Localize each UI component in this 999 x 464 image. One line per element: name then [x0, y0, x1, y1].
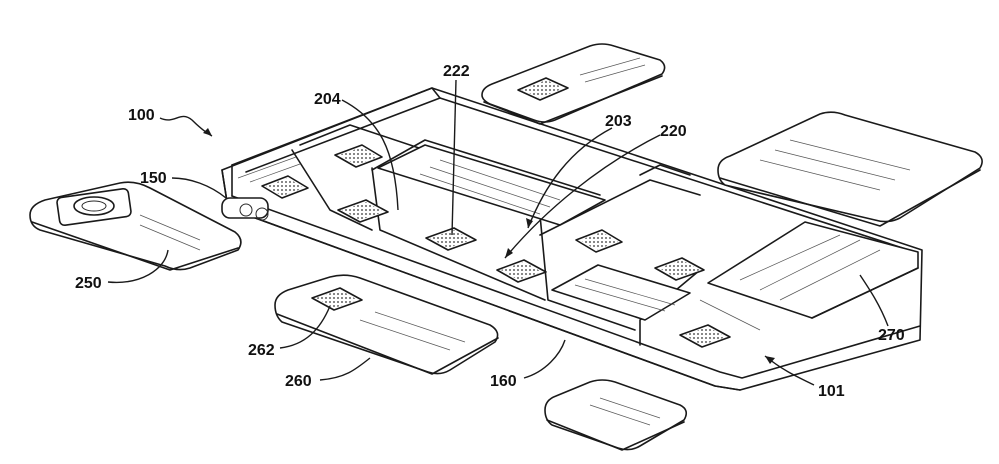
label-270: 270 [878, 327, 905, 344]
label-222: 222 [443, 63, 470, 80]
connector-pad [334, 144, 383, 168]
installed-module-center [377, 144, 606, 226]
slot-connectors [261, 144, 731, 348]
label-203: 203 [605, 113, 632, 130]
module-top [481, 43, 666, 125]
reference-labels: 100 150 204 222 203 220 250 262 260 160 … [75, 63, 905, 400]
leader-lines [107, 79, 889, 386]
module-right-upper [717, 111, 983, 227]
label-160: 160 [490, 373, 517, 390]
connector-pad [575, 229, 623, 253]
label-260: 260 [285, 373, 312, 390]
connector-pad [337, 199, 389, 223]
label-101: 101 [818, 383, 845, 400]
label-150: 150 [140, 170, 167, 187]
label-204: 204 [314, 91, 341, 108]
installed-module-lower [551, 264, 691, 321]
label-100: 100 [128, 107, 155, 124]
connector-pad [496, 259, 547, 283]
label-250: 250 [75, 275, 102, 292]
module-260 [274, 274, 499, 375]
module-bottom [544, 379, 688, 451]
connector-pad [261, 175, 309, 199]
camera-lens-icon [73, 196, 115, 216]
connector-pad [679, 324, 731, 348]
label-220: 220 [660, 123, 687, 140]
module-270 [707, 221, 919, 319]
connector-pad [425, 227, 477, 251]
connector-pad [654, 257, 705, 281]
label-262: 262 [248, 342, 275, 359]
module-250-camera [29, 181, 242, 271]
